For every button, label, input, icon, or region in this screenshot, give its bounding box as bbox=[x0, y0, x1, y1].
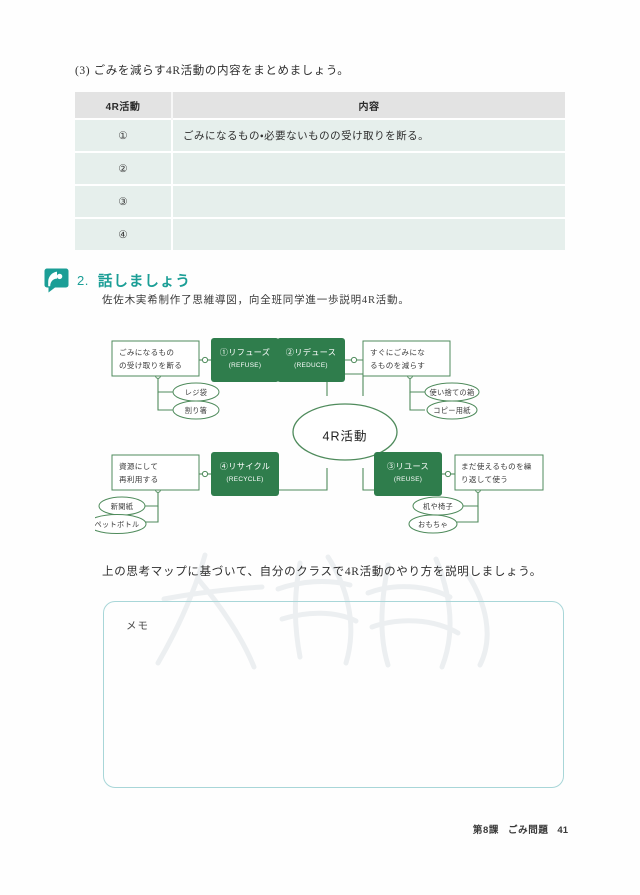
row-number: ① bbox=[75, 118, 173, 152]
section-title: 話しましょう bbox=[97, 274, 191, 290]
footer-topic: ごみ問題 bbox=[508, 825, 549, 836]
table-row: ① ごみになるもの・必要ないものの受け取りを断る。 bbox=[75, 118, 565, 152]
mindmap-example-reduce-2: コピー用紙 bbox=[426, 400, 478, 420]
mindmap-node-english: (REDUCE) bbox=[294, 362, 328, 369]
mindmap-example-label: ペットボトル bbox=[95, 521, 139, 529]
section-2-heading: 2. 話しましょう bbox=[43, 267, 191, 294]
mindmap-detail-line-2: の受け取りを断る bbox=[119, 360, 182, 370]
table-row: ③ bbox=[75, 184, 565, 218]
mindmap-example-refuse-2: 割り箸 bbox=[172, 400, 220, 420]
mindmap-example-label: 使い捨ての箱 bbox=[430, 388, 475, 397]
row-content[interactable]: ごみになるもの・必要ないものの受け取りを断る。 bbox=[172, 118, 565, 152]
mindmap-node-reduce: ②リデュース (REDUCE) bbox=[277, 338, 345, 382]
footer-lesson: 第8課 bbox=[472, 825, 500, 836]
mindmap-example-label: おもちゃ bbox=[418, 521, 448, 529]
mindmap-example-reuse-1: 机や椅子 bbox=[412, 496, 464, 516]
mindmap-node-recycle: ④リサイクル (RECYCLE) bbox=[211, 452, 279, 496]
mindmap-node-english: (RECYCLE) bbox=[226, 476, 263, 483]
question-3-text: (3) ごみを減らす4R活動の内容をまとめましょう。 bbox=[75, 65, 350, 77]
mindmap-detail-recycle: 資源にして 再利用する bbox=[111, 454, 200, 491]
mindmap-example-recycle-2: ペットボトル bbox=[95, 514, 147, 534]
row-number: ② bbox=[75, 151, 173, 185]
section-number: 2. bbox=[77, 273, 89, 288]
mindmap-node-label: ④リサイクル bbox=[220, 462, 271, 471]
mindmap-example-refuse-1: レジ袋 bbox=[172, 382, 220, 402]
mindmap-detail-reduce: すぐにごみにな るものを減らす bbox=[362, 340, 451, 377]
mindmap-example-label: 割り箸 bbox=[185, 406, 207, 415]
table-header-row: 4R活動 内容 bbox=[75, 92, 565, 119]
mindmap-detail-line-2: 再利用する bbox=[119, 474, 158, 484]
mindmap-detail-line-1: すぐにごみにな bbox=[370, 347, 425, 357]
row-content[interactable] bbox=[172, 184, 565, 218]
page-footer: 第8課 ごみ問題 41 bbox=[473, 822, 568, 836]
column-header-activity: 4R活動 bbox=[75, 92, 173, 119]
mindmap-detail-line-1: 資源にして bbox=[119, 461, 158, 471]
four-r-mindmap: 4R活動 ①リフューズ (REFUSE) ごみになるもの の受け取りを断る レジ… bbox=[95, 322, 545, 542]
mindmap-detail-reuse: まだ使えるものを繰 り返して使う bbox=[454, 454, 544, 491]
memo-box[interactable]: メモ bbox=[103, 601, 564, 788]
mindmap-node-english: (REFUSE) bbox=[229, 362, 262, 369]
table-row: ④ bbox=[75, 217, 565, 250]
column-header-content: 内容 bbox=[172, 92, 565, 119]
row-content[interactable] bbox=[172, 217, 565, 250]
mindmap-example-reuse-2: おもちゃ bbox=[408, 514, 458, 534]
mindmap-node-label: ③リユース bbox=[387, 462, 429, 471]
instruction-text: 上の思考マップに基づいて、自分のクラスで4R活動のやり方を説明しましょう。 bbox=[102, 566, 542, 578]
four-r-summary-table: 4R活動 内容 ① ごみになるもの・必要ないものの受け取りを断る。 ② ③ ④ bbox=[75, 92, 565, 250]
memo-label: メモ bbox=[126, 621, 149, 632]
mindmap-node-label: ②リデュース bbox=[286, 347, 337, 357]
row-number: ④ bbox=[75, 217, 173, 250]
row-number: ③ bbox=[75, 184, 173, 218]
section-subtitle: 佐佐木実希制作了思維導図，向全班同学進一歩説明4R活動。 bbox=[102, 295, 410, 306]
mindmap-center-label: 4R活動 bbox=[323, 429, 368, 443]
mindmap-node-english: (REUSE) bbox=[394, 476, 422, 483]
mindmap-example-label: コピー用紙 bbox=[433, 406, 471, 415]
mindmap-detail-refuse: ごみになるもの の受け取りを断る bbox=[111, 340, 200, 377]
mindmap-node-label: ①リフューズ bbox=[220, 347, 271, 357]
mindmap-node-refuse: ①リフューズ (REFUSE) bbox=[211, 338, 279, 382]
mindmap-example-label: 机や椅子 bbox=[423, 502, 453, 511]
mindmap-center-node bbox=[292, 403, 398, 461]
row-content[interactable] bbox=[172, 151, 565, 185]
mindmap-detail-line-2: るものを減らす bbox=[370, 360, 425, 370]
speech-person-icon bbox=[43, 267, 70, 294]
mindmap-example-recycle-1: 新聞紙 bbox=[98, 496, 146, 516]
page-number: 41 bbox=[557, 825, 568, 836]
mindmap-example-label: レジ袋 bbox=[185, 388, 207, 397]
mindmap-example-label: 新聞紙 bbox=[111, 502, 134, 511]
table-row: ② bbox=[75, 151, 565, 185]
mindmap-example-reduce-1: 使い捨ての箱 bbox=[424, 382, 480, 402]
mindmap-detail-line-1: まだ使えるものを繰 bbox=[461, 461, 532, 471]
mindmap-node-reuse: ③リユース (REUSE) bbox=[374, 452, 442, 496]
mindmap-detail-line-1: ごみになるもの bbox=[119, 347, 174, 357]
mindmap-detail-line-2: り返して使う bbox=[461, 474, 508, 484]
